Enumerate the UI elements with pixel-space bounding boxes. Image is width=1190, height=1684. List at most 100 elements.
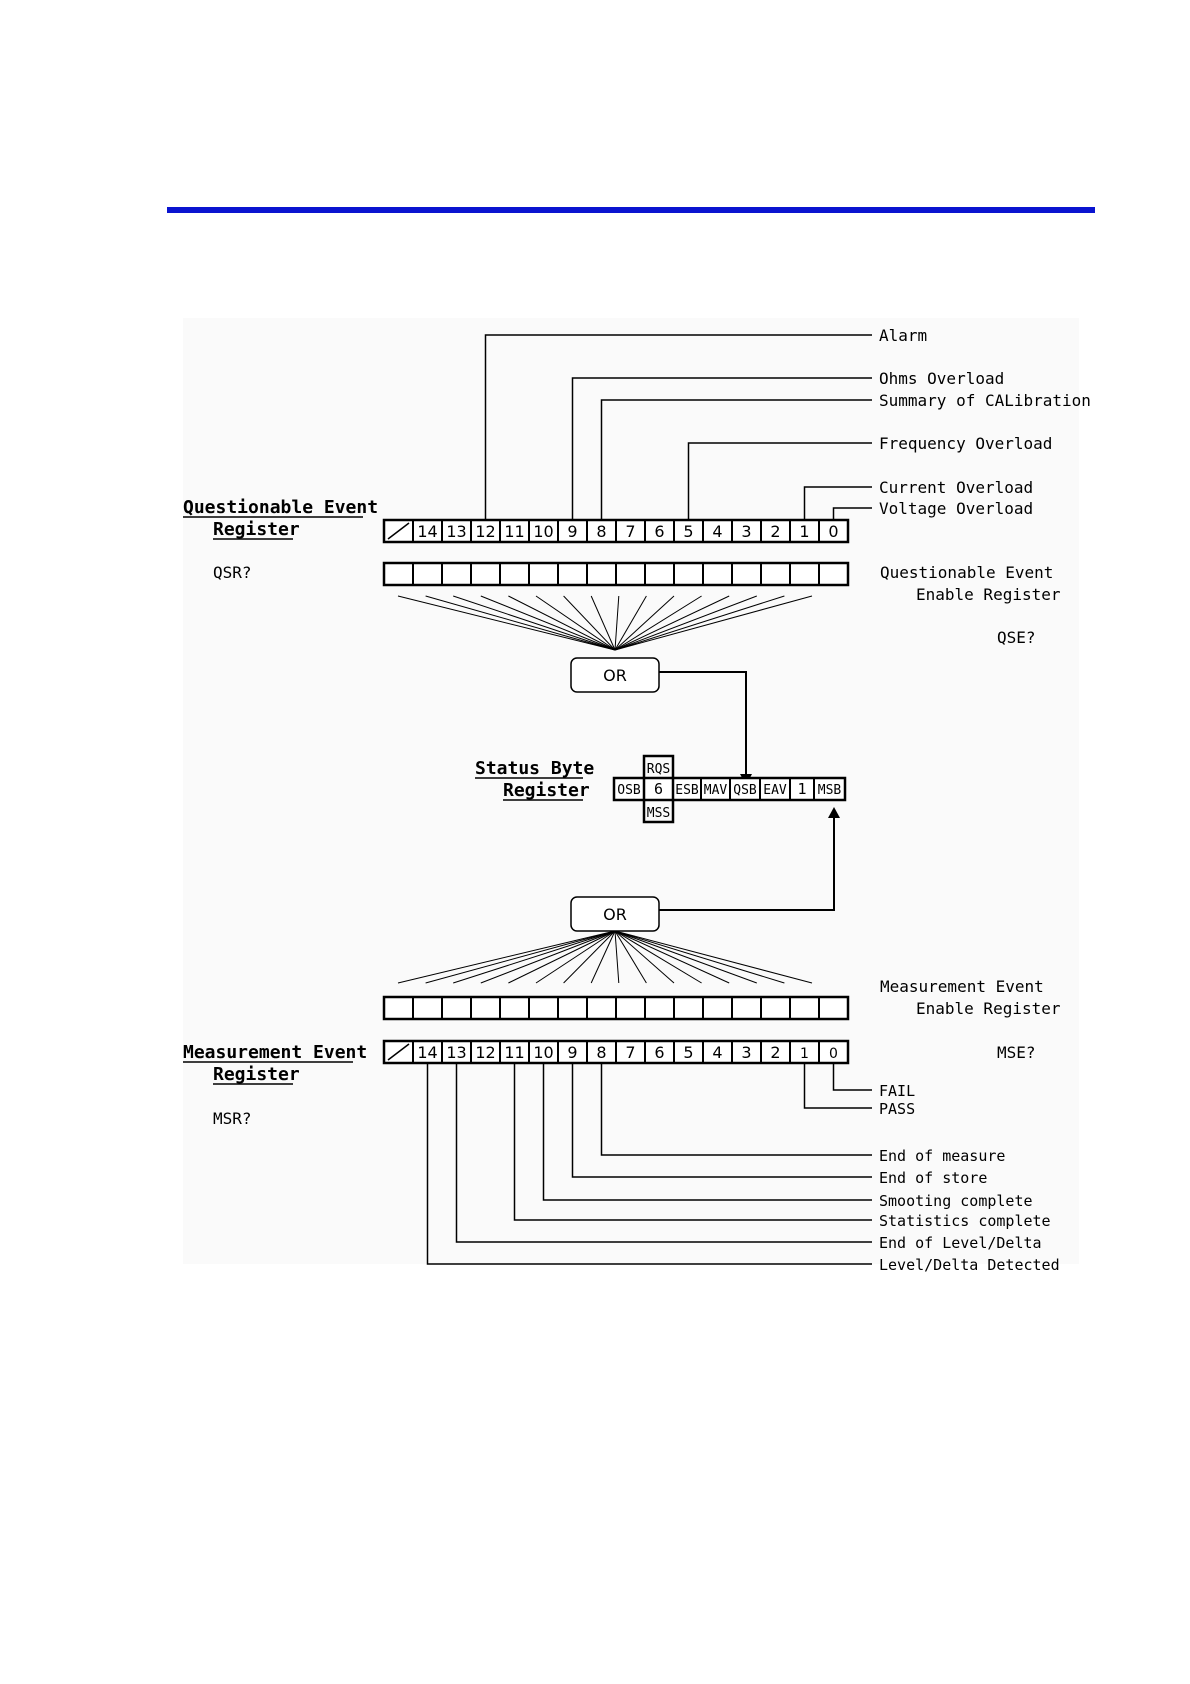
or-top-to-qsb-line [659, 671, 747, 774]
measurement-event-label: PASS [879, 1100, 915, 1118]
measurement-bit-bit-10: 10 [533, 1043, 553, 1062]
status-byte-bit-esb: ESB [675, 783, 699, 798]
or-gate-top [570, 657, 660, 693]
measurement-fan-line [614, 930, 785, 984]
questionable-enable-label-line1: Questionable Event [880, 563, 1053, 582]
questionable-event-leader [687, 442, 872, 520]
or-bottom-to-msb-line [659, 818, 835, 911]
measurement-event-label: End of Level/Delta [879, 1234, 1042, 1252]
measurement-bit-bit-3: 3 [741, 1043, 751, 1062]
measurement-enable-label-line1: Measurement Event [880, 977, 1044, 996]
measurement-bit-bit-8: 8 [596, 1043, 606, 1062]
questionable-event-label: Alarm [879, 326, 927, 345]
questionable-event-label: Frequency Overload [879, 434, 1052, 453]
questionable-bit-bit-6: 6 [654, 522, 664, 541]
measurement-bit-bit-5: 5 [683, 1043, 693, 1062]
questionable-event-label: Summary of CALibration [879, 391, 1091, 410]
measurement-bit-bit-4: 4 [712, 1043, 722, 1062]
measurement-bit-bit-2: 2 [770, 1043, 780, 1062]
questionable-event-leader [832, 507, 872, 520]
status-byte-bit-mav: MAV [704, 783, 728, 798]
measurement-event-leader [513, 1063, 872, 1221]
status-byte-bit-qsb: QSB [733, 783, 757, 798]
questionable-fan-line [614, 595, 702, 651]
questionable-fan-line [614, 595, 730, 651]
questionable-event-leader [571, 377, 872, 520]
status-byte-rqs: RQS [647, 762, 670, 777]
questionable-query: QSR? [213, 563, 252, 582]
questionable-event-leader [803, 486, 872, 520]
questionable-bit-bit-5: 5 [683, 522, 693, 541]
measurement-fan-line [614, 930, 647, 984]
questionable-bit-bit-9: 9 [567, 522, 577, 541]
measurement-bit-bit-14: 14 [417, 1043, 437, 1062]
questionable-event-label: Voltage Overload [879, 499, 1033, 518]
measurement-fan-line [614, 930, 702, 984]
status-byte-title-line1: Status Byte [475, 758, 594, 779]
measurement-fan-line [563, 930, 616, 984]
measurement-bit-bit-7: 7 [625, 1043, 635, 1062]
questionable-bit-bit-3: 3 [741, 522, 751, 541]
status-byte-bit-6: 6 [654, 780, 663, 798]
measurement-enable-query: MSE? [997, 1043, 1036, 1062]
measurement-enable-label-line2: Enable Register [916, 999, 1061, 1018]
questionable-fan-line [453, 595, 616, 651]
measurement-event-leader [571, 1063, 872, 1178]
status-byte-bit-1: 1 [797, 780, 806, 798]
questionable-bit-bit-10: 10 [533, 522, 553, 541]
measurement-fan-line [614, 930, 757, 984]
questionable-bit-bit-7: 7 [625, 522, 635, 541]
measurement-fan-line [590, 930, 616, 984]
questionable-fan-line [508, 595, 616, 651]
or-gate-bottom-label: OR [603, 905, 627, 924]
measurement-event-leader [455, 1063, 872, 1243]
measurement-fan-line [535, 930, 616, 984]
questionable-fan-line [614, 595, 785, 651]
measurement-register-title-line1: Measurement Event [183, 1042, 367, 1063]
measurement-fan-line [614, 930, 730, 984]
questionable-fan-line [614, 595, 675, 651]
status-byte-bit-msb: MSB [818, 783, 842, 798]
questionable-bit-bit-1: 1 [799, 522, 809, 541]
measurement-fan-line [614, 930, 675, 984]
measurement-event-leader [542, 1063, 872, 1201]
measurement-event-leader [600, 1063, 872, 1156]
measurement-bit-bit-0: 0 [829, 1046, 838, 1062]
measurement-fan-line [614, 930, 620, 984]
measurement-event-label: FAIL [879, 1082, 915, 1100]
measurement-bit-bit-6: 6 [654, 1043, 664, 1062]
measurement-fan-line [508, 930, 616, 984]
status-byte-bit-osb: OSB [617, 783, 641, 798]
status-byte-bit6-frame [642, 754, 675, 824]
measurement-event-leader [832, 1063, 872, 1091]
questionable-fan-line [480, 595, 616, 651]
measurement-fan-line [397, 930, 616, 984]
measurement-event-label: Smooting complete [879, 1192, 1033, 1210]
measurement-fan-line [614, 930, 813, 984]
questionable-fan-line [590, 595, 616, 651]
measurement-bit-unused-slash [387, 1043, 410, 1061]
questionable-fan-line [425, 595, 616, 651]
measurement-fan-line [480, 930, 616, 984]
questionable-fan-line [614, 595, 757, 651]
measurement-fan-line [453, 930, 616, 984]
questionable-bit-bit-8: 8 [596, 522, 606, 541]
questionable-bit-bit-12: 12 [475, 522, 495, 541]
status-byte-bit-eav: EAV [763, 783, 787, 798]
questionable-fan-line [614, 595, 813, 651]
questionable-register-title-line1: Questionable Event [183, 497, 378, 518]
questionable-enable-query: QSE? [997, 628, 1036, 647]
measurement-event-label: Statistics complete [879, 1212, 1051, 1230]
measurement-bit-bit-13: 13 [446, 1043, 466, 1062]
or-gate-top-label: OR [603, 666, 627, 685]
measurement-event-label: Level/Delta Detected [879, 1256, 1060, 1274]
questionable-event-label: Ohms Overload [879, 369, 1004, 388]
measurement-register-title-line2: Register [213, 1064, 300, 1085]
questionable-fan-line [614, 595, 620, 651]
measurement-bit-bit-11: 11 [504, 1043, 524, 1062]
